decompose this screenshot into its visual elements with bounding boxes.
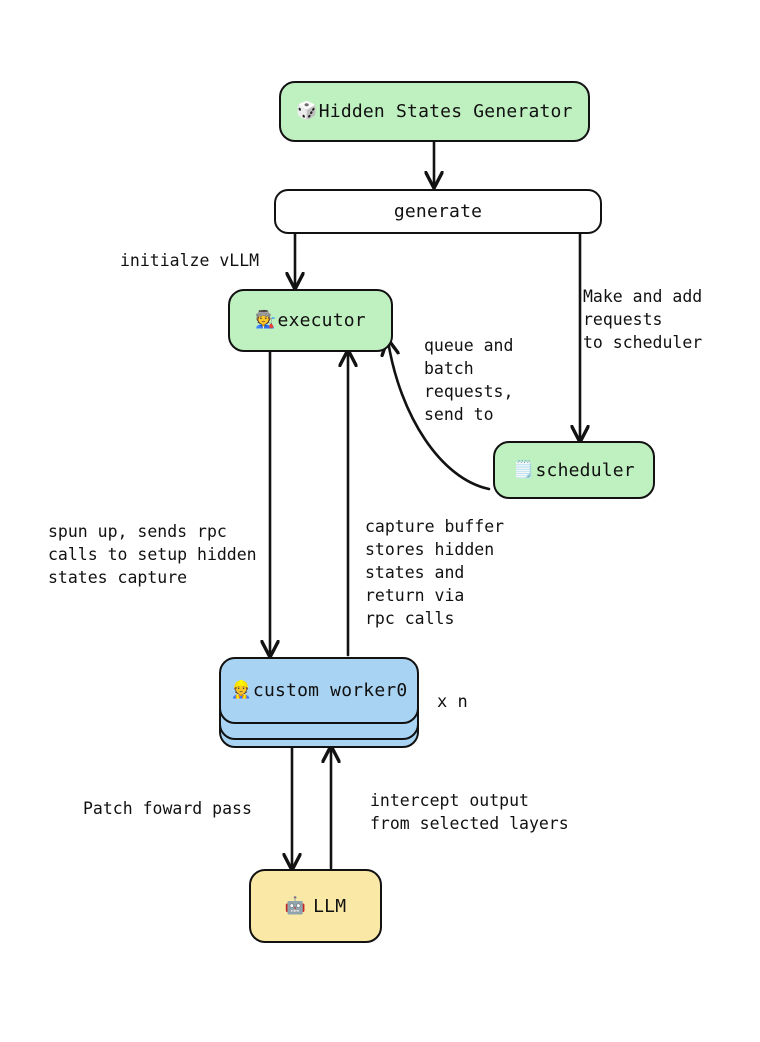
edge-label-make-and-add-requests: Make and add requests to scheduler: [583, 287, 703, 352]
node-hidden-states-generator[interactable]: 🎲 Hidden States Generator: [279, 81, 590, 142]
construction-worker-icon: 👷: [230, 680, 252, 700]
node-scheduler[interactable]: 🗒️ scheduler: [493, 441, 655, 499]
dice-icon: 🎲: [296, 101, 318, 121]
node-label: generate: [393, 201, 483, 222]
edge-label-spun-up-rpc: spun up, sends rpc calls to setup hidden…: [48, 522, 257, 587]
robot-icon: 🤖: [284, 895, 307, 916]
factory-worker-icon: 🧑‍🏭: [255, 310, 277, 330]
node-generate[interactable]: generate: [274, 189, 602, 234]
node-label: executor: [277, 310, 366, 331]
node-label: LLM: [313, 895, 347, 917]
node-custom-worker0[interactable]: 👷 custom worker0: [219, 657, 419, 724]
edge-label-patch-forward-pass: Patch foward pass: [83, 799, 252, 818]
node-label: scheduler: [535, 459, 635, 481]
node-label: custom worker0: [252, 680, 408, 701]
edge-label-capture-buffer: capture buffer stores hidden states and …: [365, 517, 505, 628]
edge-label-intercept-output: intercept output from selected layers: [370, 791, 569, 833]
edge-label-initialize-vllm: initialze vLLM: [120, 251, 260, 270]
node-executor[interactable]: 🧑‍🏭 executor: [228, 289, 393, 352]
node-llm[interactable]: 🤖 LLM: [249, 869, 382, 943]
notepad-icon: 🗒️: [513, 459, 535, 480]
node-label: Hidden States Generator: [318, 101, 573, 122]
edge-label-queue-and-batch: queue and batch requests, send to: [424, 336, 514, 424]
worker-multiplier-label: x n: [437, 692, 468, 712]
